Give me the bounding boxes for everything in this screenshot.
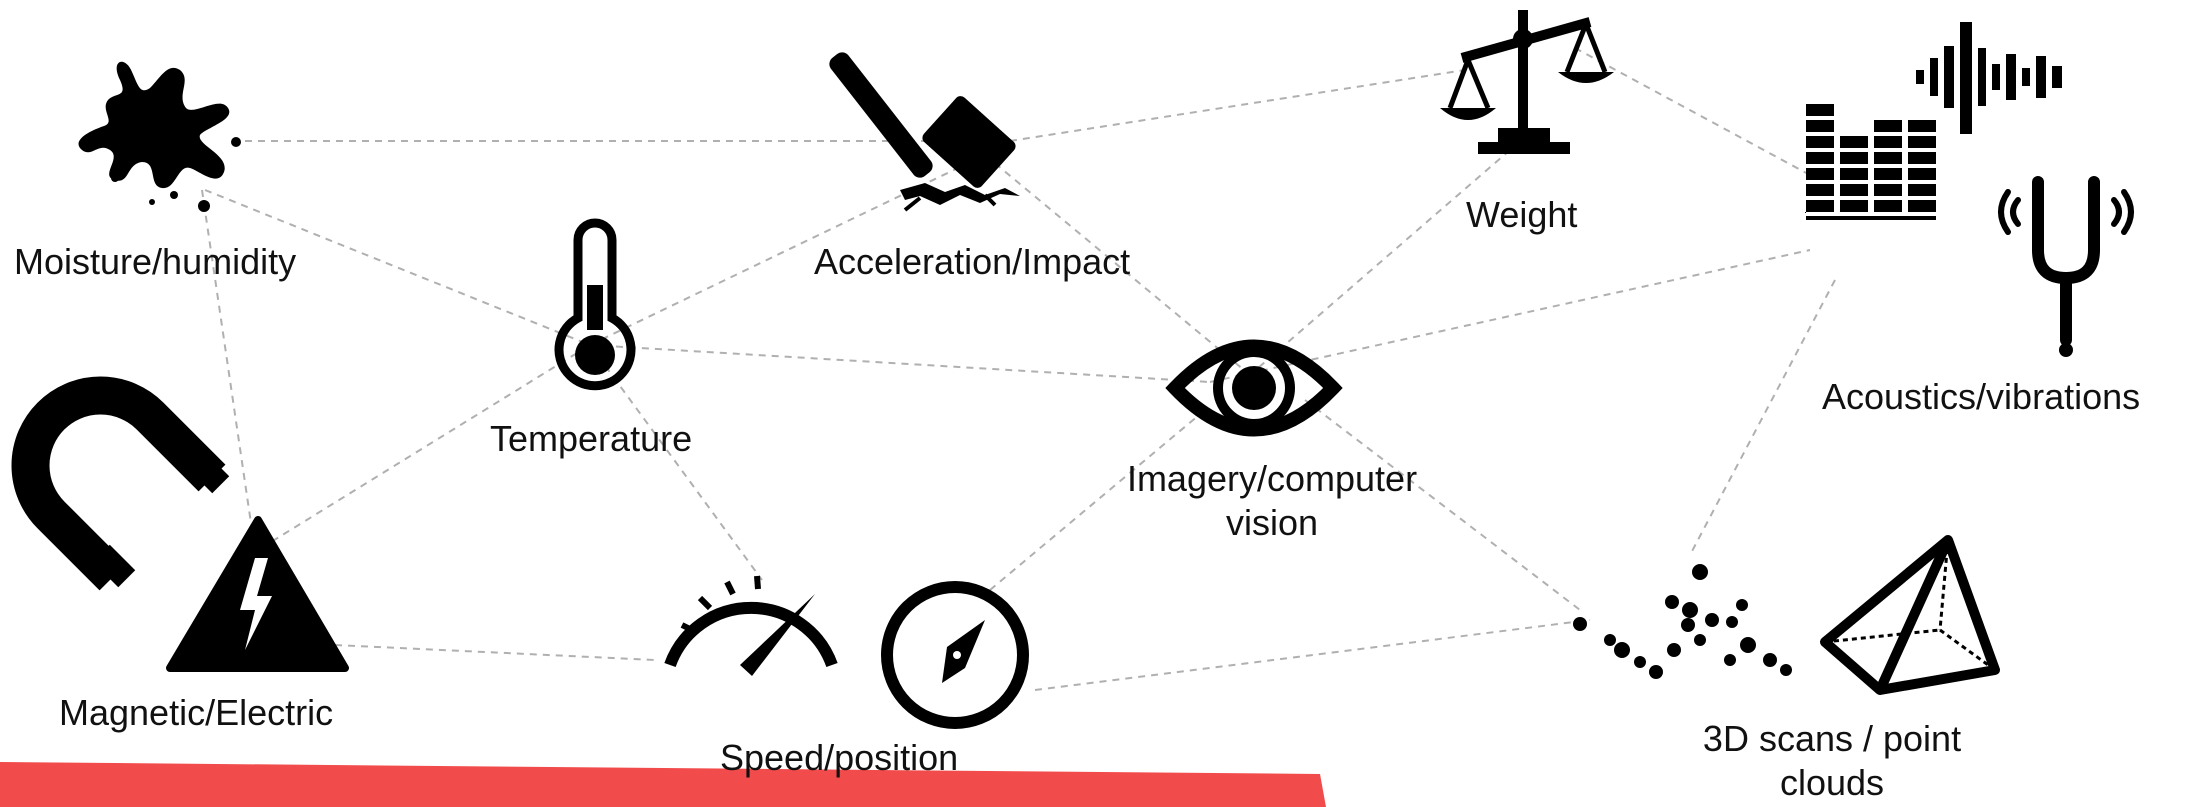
connector-lines — [201, 47, 1836, 691]
label-acoustics: Acoustics/vibrations — [1822, 376, 2141, 417]
label-temperature: Temperature — [490, 418, 693, 459]
label-acceleration: Acceleration/Impact — [814, 241, 1131, 282]
label-imagery-line2: vision — [1225, 502, 1319, 543]
label-scans-line2: clouds — [1779, 762, 1885, 803]
tuning-fork-icon — [1998, 176, 2134, 357]
hammer-icon — [829, 52, 1020, 212]
thermometer-icon — [554, 218, 636, 391]
splash-icon — [78, 61, 241, 212]
high-voltage-icon — [166, 516, 349, 672]
sound-wave-icon — [1916, 22, 2062, 134]
compass-icon — [881, 581, 1029, 729]
magnet-icon — [11, 376, 230, 591]
scales-icon — [1440, 10, 1614, 154]
speedometer-icon — [664, 575, 838, 676]
label-scans-line1: 3D scans / point — [1702, 718, 1962, 759]
accent-bar — [0, 762, 1326, 807]
label-imagery-line1: Imagery/computer — [1126, 458, 1418, 499]
point-cloud-icon — [1573, 564, 1792, 679]
label-speed: Speed/position — [720, 737, 959, 778]
pyramid-icon — [1820, 535, 2000, 695]
eye-icon — [1165, 339, 1343, 437]
equalizer-icon — [1805, 104, 1936, 220]
label-moisture: Moisture/humidity — [14, 241, 297, 282]
label-imagery: Imagery/computer vision — [1127, 457, 1417, 545]
label-magnetic: Magnetic/Electric — [59, 692, 334, 733]
label-weight: Weight — [1466, 194, 1578, 235]
label-scans: 3D scans / point clouds — [1703, 717, 1961, 805]
